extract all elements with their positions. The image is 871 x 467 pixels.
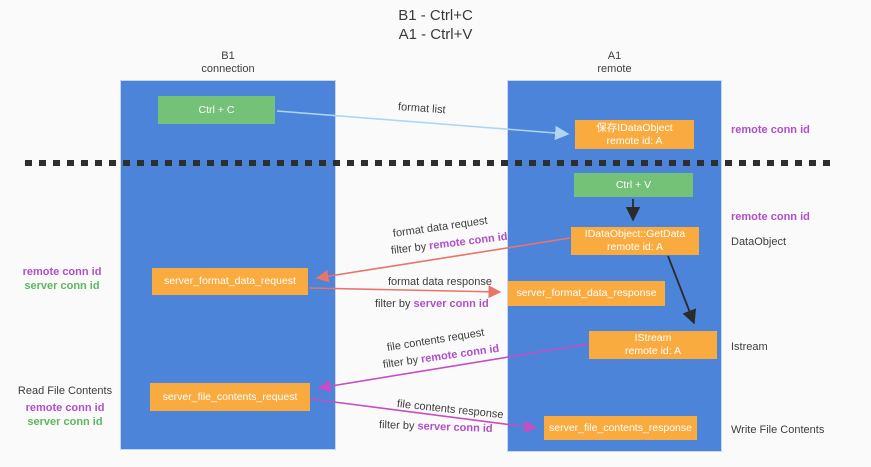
server-format-data-response-box: server_format_data_response — [508, 281, 665, 306]
right-column-header: A1 remote — [507, 50, 722, 76]
ctrl-v-box: Ctrl + V — [574, 173, 693, 197]
write-file-contents-annotation: Write File Contents — [731, 424, 825, 436]
left-column-header: B1 connection — [120, 50, 336, 76]
left-server-conn-id-2: server conn id — [27, 416, 103, 428]
format-list-label: format list — [397, 101, 446, 117]
format-data-response-label: format data response — [388, 276, 492, 288]
istream-annotation: Istream — [731, 341, 768, 353]
title-line-1: B1 - Ctrl+C — [398, 7, 473, 24]
read-file-contents-annotations: Read File Contents remote conn id server… — [10, 384, 120, 429]
diagram-title: B1 - Ctrl+C A1 - Ctrl+V — [0, 6, 871, 44]
getdata-line2: remote id: A — [606, 241, 664, 253]
ctrl-c-box: Ctrl + C — [158, 96, 275, 124]
idataobject-getdata-box: IDataObject::GetData remote id: A — [571, 227, 699, 255]
remote-conn-id-annotation-mid: remote conn id — [731, 211, 810, 223]
remote-conn-id-annotation-top: remote conn id — [731, 124, 810, 136]
istream-line2: remote id: A — [624, 345, 682, 357]
right-column-subtitle: remote — [597, 63, 632, 75]
left-column-name: B1 — [221, 50, 235, 62]
file-contents-response-label: file contents response — [396, 398, 505, 422]
ctrl-c-label: Ctrl + C — [198, 103, 235, 116]
server-file-contents-request-label: server_file_contents_request — [162, 390, 298, 403]
save-dataobject-line2: remote id: A — [606, 134, 663, 147]
getdata-line1: IDataObject::GetData — [584, 228, 686, 240]
ctrl-v-label: Ctrl + V — [615, 178, 652, 191]
server-file-contents-response-label: server_file_contents_response — [548, 421, 692, 434]
format-data-response-arrow — [308, 285, 502, 299]
save-dataobject-box: 保存IDataObject remote id: A — [575, 120, 694, 149]
left-column-subtitle: connection — [201, 63, 255, 75]
istream-line1: IStream — [634, 332, 672, 344]
filter-by-text: filter by — [390, 240, 427, 257]
left-conn-id-annotations: remote conn id server conn id — [14, 265, 110, 293]
save-dataobject-line1: 保存IDataObject — [596, 121, 673, 134]
server-format-data-response-label: server_format_data_response — [516, 287, 657, 299]
right-column-name: A1 — [607, 50, 622, 62]
left-remote-conn-id: remote conn id — [22, 266, 102, 278]
server-conn-id-value: server conn id — [413, 298, 489, 310]
istream-box: IStream remote id: A — [589, 331, 717, 359]
title-line-2: A1 - Ctrl+V — [398, 26, 473, 43]
dataobject-annotation: DataObject — [731, 236, 787, 248]
read-file-contents-label: Read File Contents — [17, 385, 113, 397]
remote-conn-id-value: remote conn id — [428, 230, 509, 253]
filter-by-text: filter by — [375, 298, 411, 310]
server-format-data-request-box: server_format_data_request — [152, 268, 308, 295]
server-format-data-request-label: server_format_data_request — [164, 275, 296, 287]
server-file-contents-response-box: server_file_contents_response — [544, 416, 697, 440]
filter-by-text: filter by — [382, 354, 419, 371]
left-server-conn-id: server conn id — [24, 280, 100, 292]
server-file-contents-request-box: server_file_contents_request — [150, 383, 310, 411]
left-remote-conn-id-2: remote conn id — [25, 402, 105, 414]
filter-by-text: filter by — [378, 419, 415, 433]
server-conn-id-value: server conn id — [417, 420, 493, 435]
